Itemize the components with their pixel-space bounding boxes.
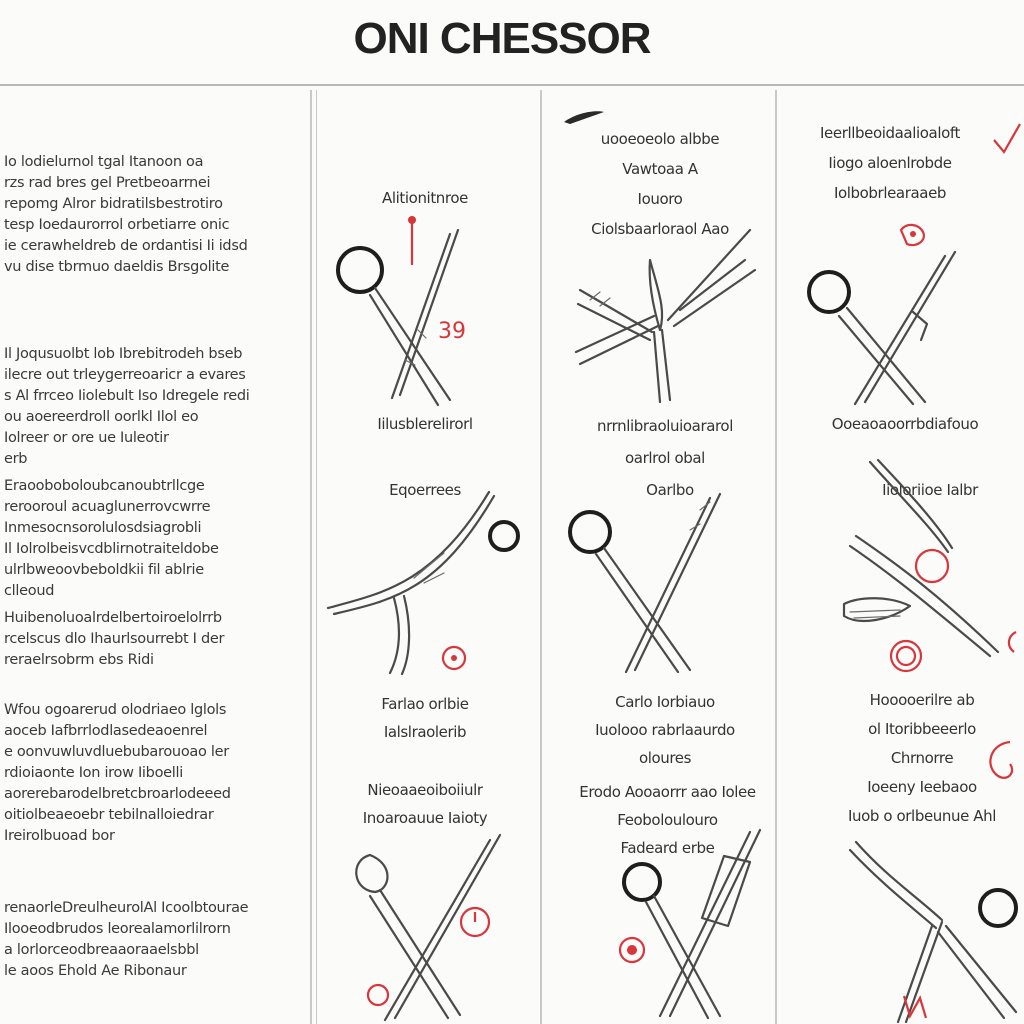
scissors-illustration [355, 833, 502, 1022]
scissors-illustration [807, 223, 957, 406]
figure-caption: Eqoerrees [389, 481, 461, 499]
figure-caption: Erodo Aooaorrr aao Iolee Feoboloulouro F… [579, 783, 756, 857]
figure-caption: Carlo Iorbiauo Iuolooo rabrlaaurdo olour… [595, 693, 735, 767]
marker-number: 39 [438, 319, 466, 344]
curved-tool-illustration [842, 458, 1017, 673]
surgical-clamp-illustration [574, 228, 757, 404]
figure-caption: Ooeaoaoorrbdiafouo [831, 415, 979, 433]
forceps-illustration [326, 490, 520, 676]
figure-caption: Hooooerilre ab ol Itoribbeeerlo Chrnorre… [847, 691, 997, 825]
scissors-illustration [848, 840, 1018, 1024]
figure-caption: Alitionitnroe [382, 189, 468, 207]
page-title: ONI CHESSOR [353, 14, 651, 63]
figure-caption: Farlao orlbie Ialslraolerib [381, 695, 469, 741]
header-divider [0, 84, 1024, 86]
column-divider [310, 90, 312, 1024]
column-divider [775, 90, 777, 1024]
figure-caption: nrrnlibraoluioararol oarlrol obal [597, 417, 733, 467]
blade-tip-icon [564, 111, 604, 124]
red-check-mark [993, 123, 1021, 154]
column-divider [540, 90, 542, 1024]
figure-caption: uooeoeolo albbe Vawtoaa A Iouoro Ciolsba… [591, 130, 729, 238]
column-divider [316, 90, 317, 1024]
scissors-illustration [568, 492, 722, 674]
figure-caption: Oarlbo [646, 481, 694, 499]
hemostat-illustration [618, 828, 762, 1020]
figure-caption: Iilusblerelirorl [377, 415, 473, 433]
figure-caption: Ieerllbeoidaalioaloft Iiogo aloenlrobde … [820, 124, 960, 202]
scissors-illustration: 39 [336, 216, 466, 407]
figure-caption: Nieoaaeoiboiiulr Inoaroauue Iaioty [362, 781, 488, 827]
red-spiral-mark [989, 740, 1014, 779]
figure-caption: Iioloriioe Ialbr [882, 481, 978, 499]
